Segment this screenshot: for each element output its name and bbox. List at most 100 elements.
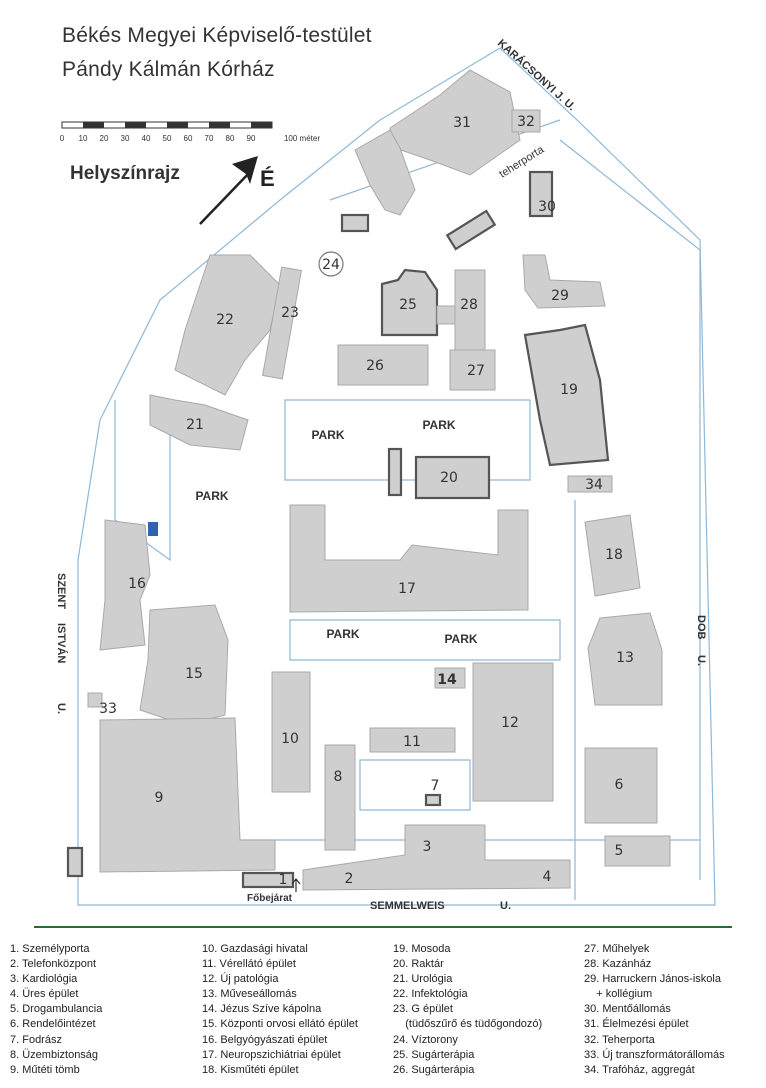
site-map[interactable]: 31 32 30 24 22 23 25 28 29 26 27 19 21 2… <box>0 0 766 920</box>
legend-item: 8. Üzembiztonság <box>10 1048 99 1061</box>
label-20: 20 <box>440 470 458 486</box>
legend-item: 13. Műveseállomás <box>202 988 297 1001</box>
legend-item: 32. Teherporta <box>584 1033 655 1046</box>
blue-marker <box>148 522 158 536</box>
label-33: 33 <box>99 701 117 717</box>
label-4: 4 <box>543 869 552 885</box>
scale-tick: 40 <box>142 134 151 143</box>
building-22 <box>174 254 281 396</box>
building-11 <box>369 727 456 753</box>
label-17: 17 <box>398 581 416 597</box>
entrance-arrow-icon <box>291 878 301 892</box>
label-28: 28 <box>460 297 478 313</box>
scale-bar: 0 10 20 30 40 50 60 70 80 90 100 méter <box>60 121 320 143</box>
building-7 <box>424 793 442 807</box>
label-25: 25 <box>399 297 417 313</box>
building-17 <box>289 504 529 613</box>
legend-item: 10. Gazdasági hivatal <box>202 943 308 955</box>
label-3: 3 <box>423 839 432 855</box>
scale-segments <box>61 121 273 129</box>
legend-item: 9. Műtéti tömb <box>10 1063 80 1076</box>
internal-road <box>359 759 471 811</box>
site-boundary <box>77 47 716 906</box>
building-24 <box>318 251 344 277</box>
label-1: 1 <box>279 872 288 888</box>
label-8: 8 <box>334 769 343 785</box>
legend-item: 12. Új patológia <box>202 973 279 986</box>
legend-item: 1. Személyporta <box>10 943 90 955</box>
label-6: 6 <box>615 777 624 793</box>
label-12: 12 <box>501 715 519 731</box>
small-building <box>445 209 497 251</box>
legend-item: 11. Vérellátó épület <box>202 958 296 971</box>
label-22: 22 <box>216 312 234 328</box>
building-15 <box>139 604 229 726</box>
building-18 <box>584 514 641 597</box>
building-30 <box>528 170 554 218</box>
main-entrance-label: Főbejárat <box>247 893 293 904</box>
legend-item: 19. Mosoda <box>393 943 451 955</box>
building-10 <box>271 671 311 793</box>
north-arrow-icon: É <box>199 156 275 225</box>
building-3-4-2 <box>302 824 571 891</box>
legend-column-4: 27. Műhelyek 28. Kazánház 29. Harruckern… <box>584 942 725 1078</box>
building-32 <box>511 109 541 133</box>
label-15: 15 <box>185 666 203 682</box>
legend-item: 22. Infektológia <box>393 988 468 1001</box>
street-szent-istvan: ISTVÁN <box>55 623 68 663</box>
legend-item: 27. Műhelyek <box>584 943 650 955</box>
legend-item: 30. Mentőállomás <box>584 1003 671 1016</box>
legend-item: 5. Drogambulancia <box>10 1003 103 1016</box>
legend-item: 20. Raktár <box>393 958 444 971</box>
building-29 <box>522 254 606 309</box>
building-33 <box>87 692 103 708</box>
label-19: 19 <box>560 382 578 398</box>
building-8 <box>324 744 356 851</box>
building-6 <box>584 747 658 824</box>
legend-item: 24. Víztorony <box>393 1033 458 1046</box>
label-13: 13 <box>616 650 634 666</box>
legend-item: 3. Kardiológia <box>10 973 78 986</box>
legend-item: 33. Új transzformátorállomás <box>584 1048 725 1061</box>
scale-tick: 30 <box>121 134 130 143</box>
legend-item: 25. Sugárterápia <box>393 1048 475 1061</box>
legend-item: 14. Jézus Szíve kápolna <box>202 1003 322 1016</box>
north-label: É <box>260 166 275 191</box>
label-29: 29 <box>551 288 569 304</box>
building-27 <box>449 349 496 391</box>
label-26: 26 <box>366 358 384 374</box>
title-line-2: Pándy Kálmán Kórház <box>62 58 275 81</box>
scale-tick: 50 <box>163 134 172 143</box>
left-gate-structure <box>66 846 84 878</box>
label-31: 31 <box>453 115 471 131</box>
legend-item: 34. Trafóház, aggregát <box>584 1063 695 1076</box>
building-34 <box>567 475 613 493</box>
building-31-annex <box>354 129 416 216</box>
street-semmelweis: SEMMELWEIS <box>370 900 445 912</box>
building-28-link <box>436 305 456 325</box>
building-1 <box>241 871 295 889</box>
site-plan-label: Helyszínrajz <box>70 163 180 184</box>
building-14 <box>434 667 466 689</box>
label-5: 5 <box>615 843 624 859</box>
label-32: 32 <box>517 114 535 130</box>
street-dob: DOB <box>695 615 707 640</box>
legend-column-1: 1. Személyporta 2. Telefonközpont 3. Kar… <box>10 942 102 1078</box>
label-11: 11 <box>403 734 421 750</box>
building-21 <box>149 394 249 451</box>
scale-tick: 0 <box>60 134 65 143</box>
building-31 <box>389 69 521 176</box>
building-19 <box>523 323 610 467</box>
label-27: 27 <box>467 363 485 379</box>
scale-tick: 80 <box>226 134 235 143</box>
legend-item: 16. Belgyógyászati épület <box>202 1033 328 1046</box>
scale-tick: 10 <box>79 134 88 143</box>
internal-road <box>289 619 561 661</box>
legend-item: 17. Neuropszichiátriai épület <box>202 1048 341 1061</box>
building-unnamed <box>387 447 403 497</box>
building-9 <box>99 717 276 873</box>
legend-item: (tüdőszűrő és tüdőgondozó) <box>393 1018 543 1031</box>
building-12 <box>472 662 554 802</box>
park-label: PARK <box>326 627 359 641</box>
legend-item: 15. Központi orvosi ellátó épület <box>202 1018 358 1031</box>
